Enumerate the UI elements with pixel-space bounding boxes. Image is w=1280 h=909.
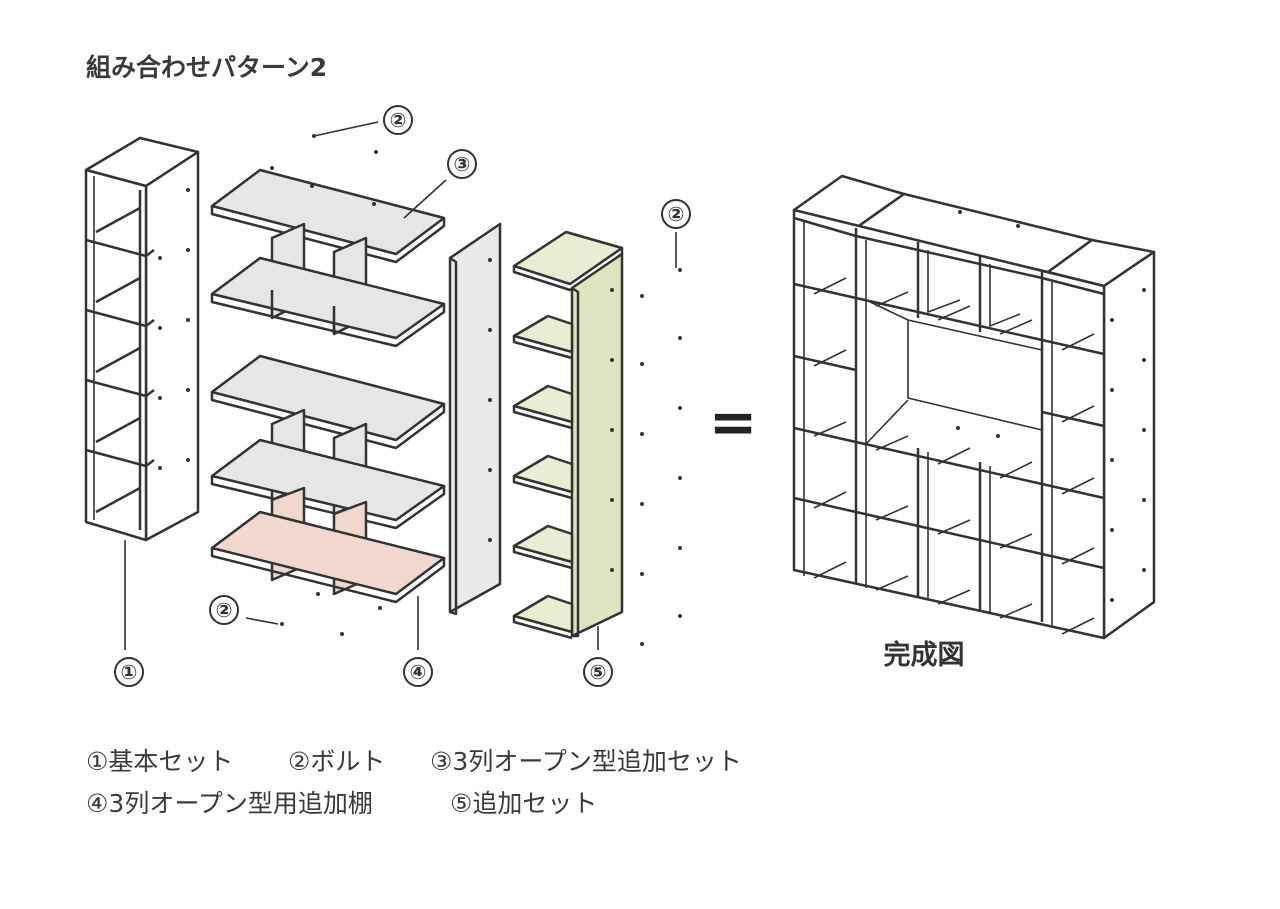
svg-text:②: ②	[668, 202, 685, 226]
legend-item-5: ⑤追加セット	[450, 789, 597, 818]
callout-3: ③	[447, 149, 477, 179]
callout-2-right: ②	[661, 199, 691, 229]
legend: ①基本セット ②ボルト ③3列オープン型追加セット ④3列オープン型用追加棚 ⑤…	[86, 747, 742, 818]
completed-assembly	[792, 174, 1156, 640]
callout-5: ⑤	[583, 657, 613, 687]
svg-text:⑤: ⑤	[590, 660, 607, 684]
part-4-additional-shelf	[210, 486, 446, 650]
svg-text:②: ②	[216, 598, 233, 622]
legend-item-4: ④3列オープン型用追加棚	[86, 789, 373, 818]
part-3-open-set-middle	[210, 354, 446, 530]
legend-item-1: ①基本セット	[86, 747, 233, 776]
callout-2-bottom: ②	[209, 595, 239, 625]
svg-text:②: ②	[390, 108, 407, 132]
callout-2-top: ②	[383, 105, 413, 135]
svg-text:④: ④	[410, 660, 427, 684]
legend-item-2: ②ボルト	[288, 747, 385, 776]
svg-text:③: ③	[454, 152, 471, 176]
side-panel	[448, 222, 502, 616]
equals-sign: =	[709, 388, 758, 456]
callout-1: ①	[114, 657, 144, 687]
part-1-basic-set	[84, 136, 200, 650]
svg-text:①: ①	[121, 660, 138, 684]
callout-4: ④	[403, 657, 433, 687]
page-title: 組み合わせパターン2	[86, 53, 327, 82]
legend-item-3: ③3列オープン型追加セット	[430, 747, 742, 776]
part-3-open-set-upper	[210, 150, 447, 348]
completed-label: 完成図	[884, 639, 965, 671]
part-5-additional-set	[512, 230, 624, 650]
bolts-column	[640, 232, 682, 646]
